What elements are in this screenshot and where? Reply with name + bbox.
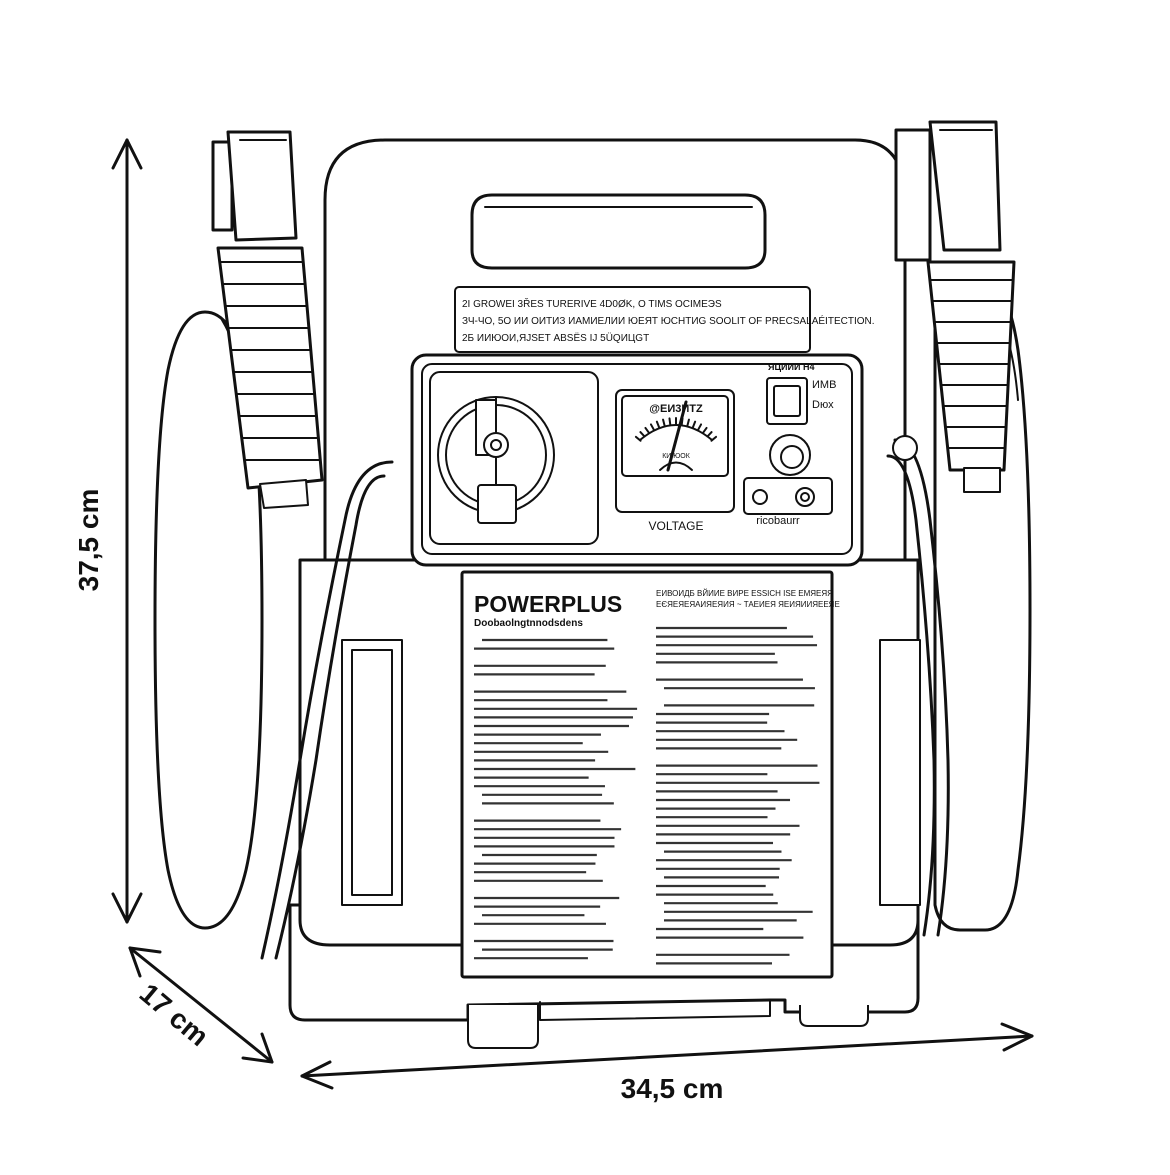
- depth-dimension-arrow: [128, 946, 274, 1064]
- meter-tick: [644, 426, 650, 434]
- brand-subtitle: Doobaolngtnnodsdens: [474, 618, 583, 629]
- meter-tick: [662, 418, 666, 427]
- warning-label-line-1: 2I GROWEI 3ŘES TURERIVE 4D0ØK, O TIMS OC…: [462, 297, 722, 310]
- socket-label: ricobaurr: [756, 515, 800, 527]
- warning-label-line-3: 2Б ИИЮОИ,ЯЈЅЕТ ABSЁS IJ 5ÜQИЦGT: [462, 332, 649, 344]
- meter-tick: [668, 417, 672, 426]
- meter-title: @EИ3ИТZ: [649, 403, 703, 415]
- meter-tick: [710, 435, 718, 442]
- meter-tick: [634, 435, 642, 442]
- left-battery-clamp: [211, 130, 324, 509]
- switch-header: ЯЦИИИ Н4: [768, 362, 814, 372]
- power-switch-panel: ЯЦИИИ Н4 ИМВ Dюх ricobaurr: [743, 362, 836, 527]
- meter-tick: [702, 426, 708, 434]
- switch-label-top: ИМВ: [812, 379, 836, 391]
- warning-label-line-2: ЗЧ-ЧО, 5О ИИ ОИТИЗ ИАМИЕЛИИ ЮЕЯТ ЮСНТИG …: [462, 314, 875, 327]
- width-label: 34,5 cm: [621, 1073, 724, 1104]
- instruction-sticker: POWERPLUS Doobaolngtnnodsdens ЕИВОИДБ ВЙ…: [460, 570, 840, 979]
- voltage-label: VOLTAGE: [649, 519, 704, 533]
- width-dimension-arrow: [300, 1022, 1034, 1090]
- voltage-meter: @EИ3ИТZ КИ ЮОК VOLTAGE: [615, 389, 735, 533]
- jump-starter-device: 2I GROWEI 3ŘES TURERIVE 4D0ØK, O TIMS OC…: [153, 120, 1032, 1049]
- height-label: 37,5 cm: [73, 489, 104, 592]
- meter-tick: [686, 418, 690, 427]
- meter-tick: [697, 423, 703, 431]
- switch-label-bottom: Dюх: [812, 399, 834, 411]
- meter-tick: [639, 431, 646, 438]
- air-compressor-dial: [429, 371, 599, 545]
- meter-tick: [706, 431, 713, 438]
- height-dimension-arrow: [111, 138, 143, 924]
- right-battery-clamp: [894, 120, 1016, 493]
- depth-label: 17 cm: [134, 977, 215, 1052]
- meter-tick: [691, 420, 697, 429]
- meter-subtitle: КИ ЮОК: [662, 453, 690, 460]
- meter-tick: [649, 423, 655, 431]
- sticker-right-header-2: ЕЄЯЕЯЕЯАИЯЕЯИЯ ~ ТАЕИЕЯ ЯЕИЯИИЯЕЕЯЕ: [656, 600, 840, 609]
- sticker-right-header-1: ЕИВОИДБ ВЙИИЕ ВИРЕ ЕSSICH ISЕ ЕМЯЕЯЯ: [656, 589, 833, 598]
- brand-name: POWERPLUS: [474, 591, 622, 617]
- meter-tick: [655, 420, 661, 429]
